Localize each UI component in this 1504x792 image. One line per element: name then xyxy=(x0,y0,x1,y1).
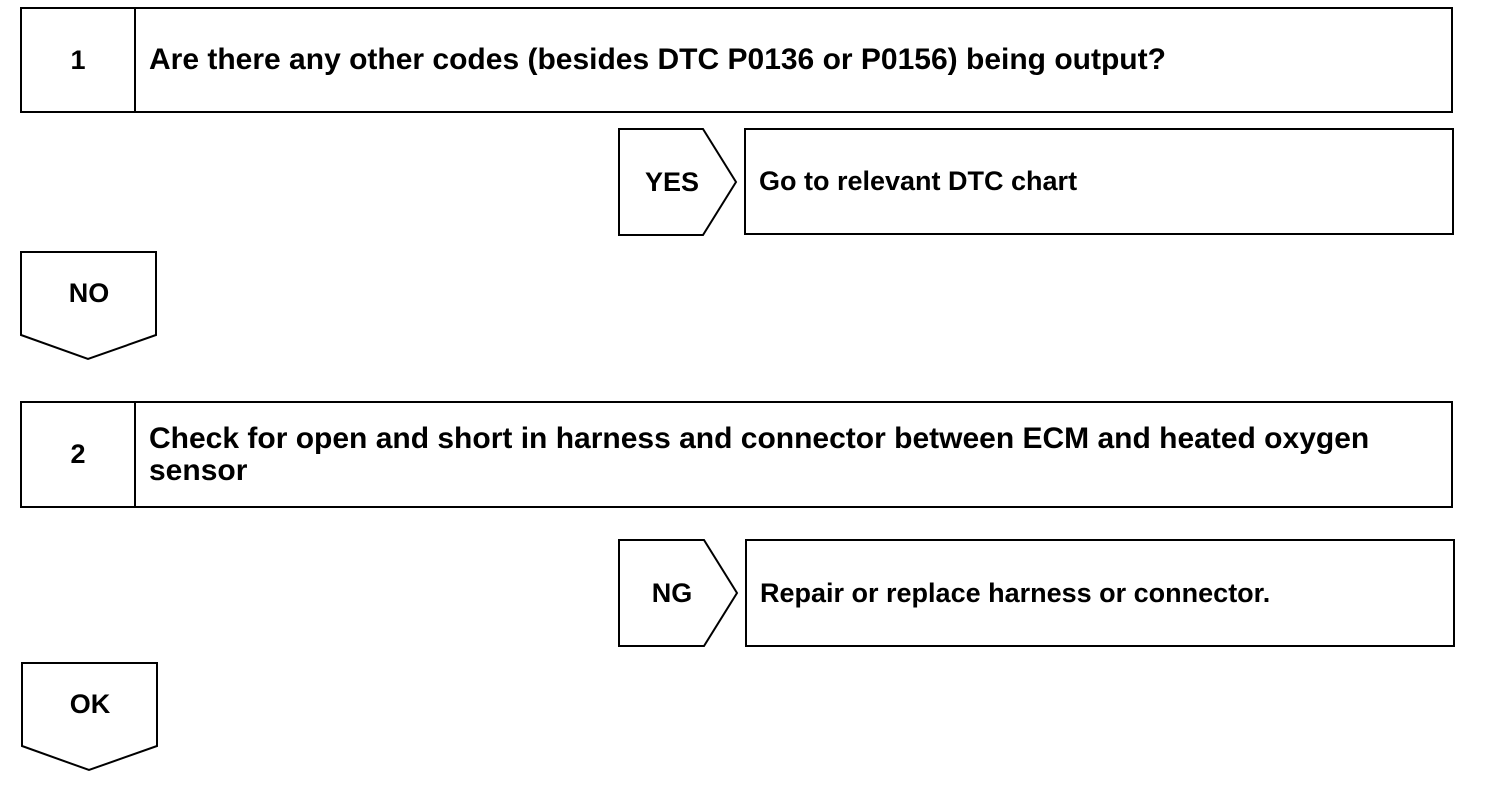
step-2-box: 2 Check for open and short in harness an… xyxy=(20,401,1453,508)
step-1-number: 1 xyxy=(22,9,136,111)
ok-label: OK xyxy=(69,688,111,719)
step-2-result-box: Repair or replace harness or connector. xyxy=(745,539,1455,647)
step-2-question: Check for open and short in harness and … xyxy=(149,422,1370,487)
step-1-question: Are there any other codes (besides DTC P… xyxy=(149,43,1166,76)
step-1-result-box: Go to relevant DTC chart xyxy=(744,128,1454,235)
step-2-number: 2 xyxy=(22,403,136,506)
yes-arrow-shape xyxy=(618,128,738,236)
no-arrow-shape xyxy=(20,251,157,361)
ok-arrow-shape xyxy=(21,662,158,772)
step-1-box: 1 Are there any other codes (besides DTC… xyxy=(20,7,1453,113)
no-label: NO xyxy=(68,277,110,308)
ng-label: NG xyxy=(651,577,693,608)
yes-label: YES xyxy=(644,166,700,197)
ng-arrow-shape xyxy=(618,539,739,647)
